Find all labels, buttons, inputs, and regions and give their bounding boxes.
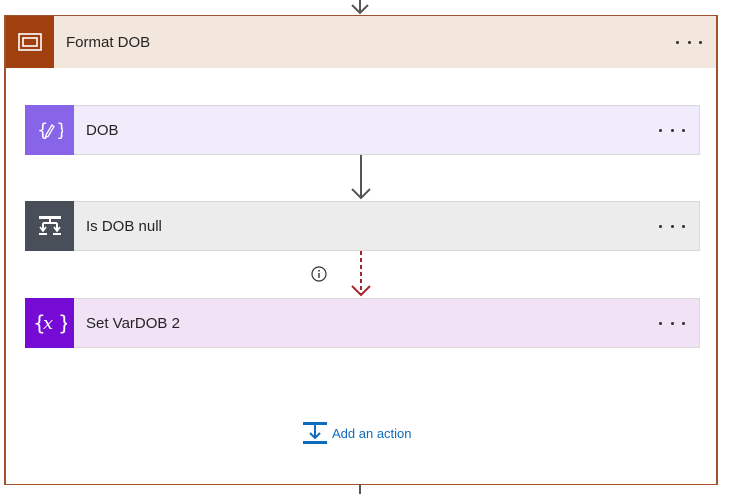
connector-arrow bbox=[351, 155, 371, 200]
scope-more-options-button[interactable] bbox=[676, 35, 702, 49]
condition-icon bbox=[25, 201, 74, 251]
variable-icon: { x } bbox=[25, 298, 74, 348]
svg-text:}: } bbox=[56, 120, 63, 141]
scope-header[interactable]: Format DOB bbox=[6, 16, 716, 68]
action-card-is-dob-null[interactable]: Is DOB null bbox=[25, 201, 700, 251]
svg-text:{: { bbox=[33, 311, 46, 335]
scope-title: Format DOB bbox=[66, 33, 151, 51]
action-more-options-button[interactable] bbox=[659, 316, 685, 330]
action-card-set-vardob-2[interactable]: { x } Set VarDOB 2 bbox=[25, 298, 700, 348]
info-icon[interactable] bbox=[311, 266, 327, 282]
compose-icon: { } bbox=[25, 105, 74, 155]
incoming-connector-arrow bbox=[351, 0, 369, 15]
action-card-dob[interactable]: { } DOB bbox=[25, 105, 700, 155]
action-label: Set VarDOB 2 bbox=[86, 314, 180, 332]
action-more-options-button[interactable] bbox=[659, 123, 685, 137]
svg-text:x: x bbox=[43, 313, 53, 334]
run-after-connector-arrow[interactable] bbox=[349, 251, 373, 298]
svg-text:{: { bbox=[37, 120, 48, 141]
add-action-icon bbox=[303, 422, 327, 444]
add-an-action-button[interactable]: Add an action bbox=[302, 421, 412, 445]
scope-icon bbox=[6, 16, 54, 68]
outgoing-connector bbox=[359, 484, 361, 494]
svg-text:}: } bbox=[58, 311, 67, 335]
action-more-options-button[interactable] bbox=[659, 219, 685, 233]
add-action-label: Add an action bbox=[332, 425, 412, 441]
action-label: DOB bbox=[86, 121, 119, 139]
action-label: Is DOB null bbox=[86, 217, 162, 235]
scope-format-dob: Format DOB { } DOB bbox=[4, 15, 718, 485]
